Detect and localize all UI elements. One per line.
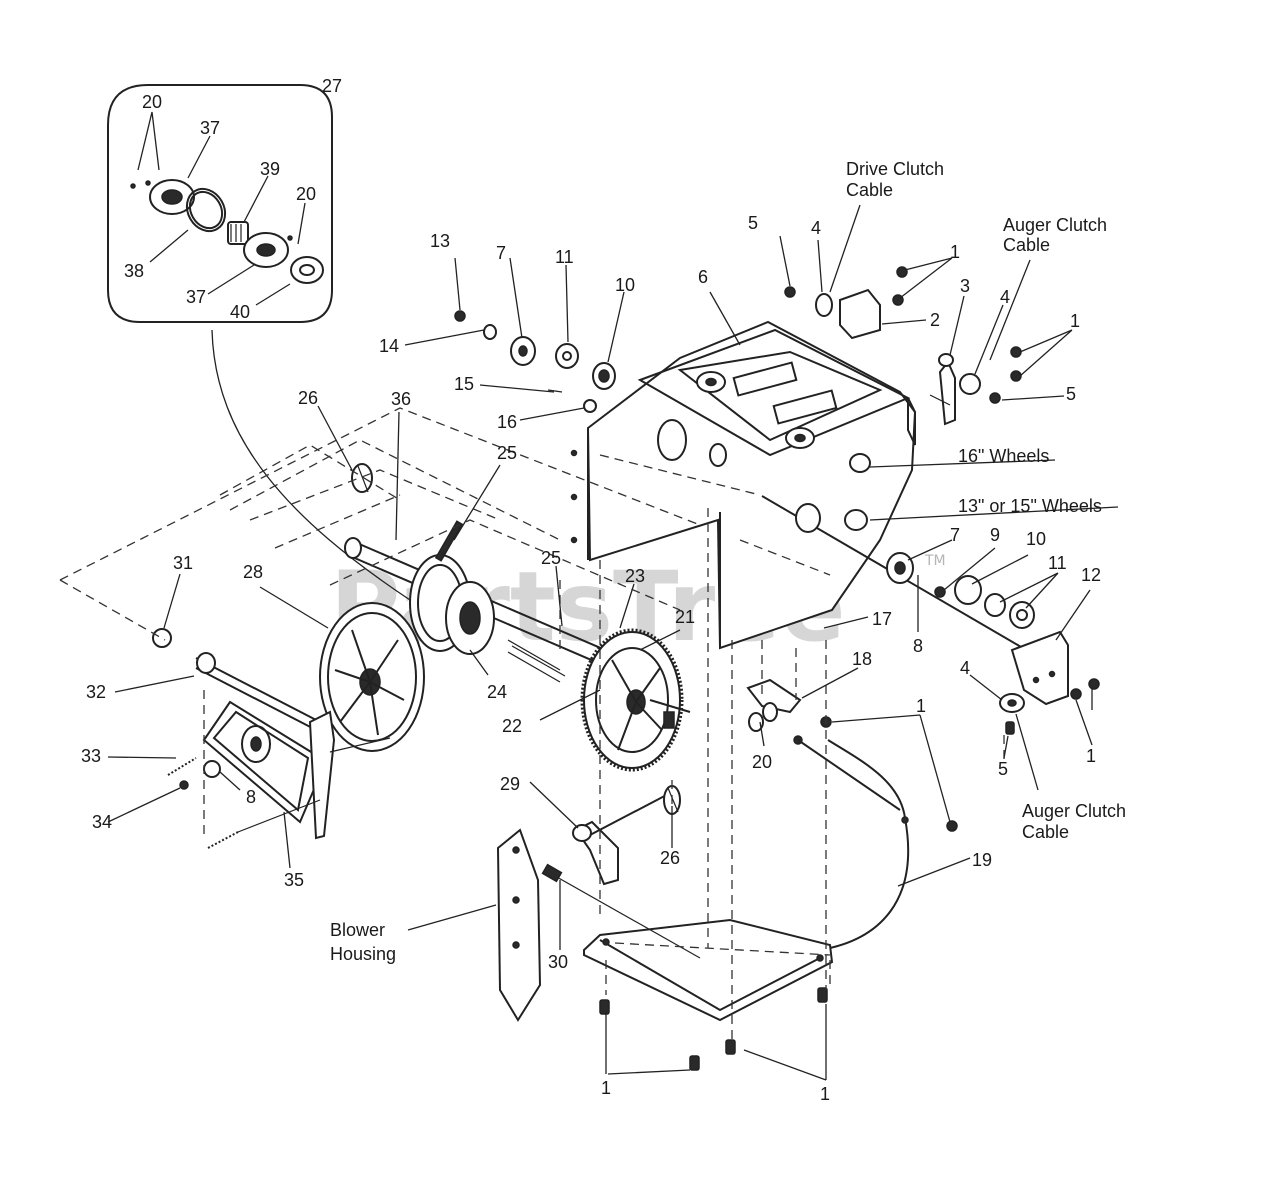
auger-clutch-cable-bottom-line1: Auger Clutch bbox=[1022, 801, 1126, 821]
gear-part-21 bbox=[580, 628, 691, 772]
callout-1: 1 bbox=[1070, 311, 1080, 331]
idler-bracket-assembly bbox=[152, 628, 391, 849]
callout-1: 1 bbox=[820, 1084, 830, 1104]
callout-24: 24 bbox=[487, 682, 507, 702]
callout-4: 4 bbox=[1000, 287, 1010, 307]
wheels-16-label: 16" Wheels bbox=[958, 446, 1049, 466]
callout-1: 1 bbox=[1086, 746, 1096, 766]
callout-20: 20 bbox=[752, 752, 772, 772]
right-axle-assembly bbox=[761, 495, 1100, 735]
callout-25: 25 bbox=[497, 443, 517, 463]
callout-11: 11 bbox=[1048, 553, 1067, 573]
blower-housing-bracket bbox=[496, 828, 701, 1022]
drive-clutch-cable-line1: Drive Clutch bbox=[846, 159, 944, 179]
callout-1: 1 bbox=[916, 696, 926, 716]
callout-2: 2 bbox=[930, 310, 940, 330]
belt-cover-part-19 bbox=[819, 739, 910, 951]
callout-5: 5 bbox=[748, 213, 758, 233]
callout-5: 5 bbox=[998, 759, 1008, 779]
callout-13: 13 bbox=[430, 231, 450, 251]
callout-10: 10 bbox=[1026, 529, 1046, 549]
callout-22: 22 bbox=[502, 716, 522, 736]
inset-detail-27 bbox=[107, 84, 411, 601]
callout-7: 7 bbox=[496, 243, 506, 263]
callout-15: 15 bbox=[454, 374, 474, 394]
callout-9: 9 bbox=[990, 525, 1000, 545]
auger-clutch-cable-top-line1: Auger Clutch bbox=[1003, 215, 1107, 235]
callout-5: 5 bbox=[1066, 384, 1076, 404]
callout-39: 39 bbox=[260, 159, 280, 179]
callout-3: 3 bbox=[960, 276, 970, 296]
callout-26: 26 bbox=[298, 388, 318, 408]
callout-4: 4 bbox=[960, 658, 970, 678]
callout-19: 19 bbox=[972, 850, 992, 870]
callout-38: 38 bbox=[124, 261, 144, 281]
callout-28: 28 bbox=[243, 562, 263, 582]
callout-33: 33 bbox=[81, 746, 101, 766]
callout-12: 12 bbox=[1081, 565, 1101, 585]
callout-1: 1 bbox=[601, 1078, 611, 1098]
callout-17: 17 bbox=[872, 609, 892, 629]
callout-21: 21 bbox=[675, 607, 695, 627]
callout-37: 37 bbox=[186, 287, 206, 307]
callout-25: 25 bbox=[541, 548, 561, 568]
callout-20: 20 bbox=[296, 184, 316, 204]
leader-lines bbox=[107, 204, 1119, 1081]
callout-32: 32 bbox=[86, 682, 106, 702]
callout-7: 7 bbox=[950, 525, 960, 545]
callout-6: 6 bbox=[698, 267, 708, 287]
auger-clutch-cable-bottom-line2: Cable bbox=[1022, 822, 1069, 842]
pulley-part-28 bbox=[319, 602, 425, 752]
callout-26: 26 bbox=[660, 848, 680, 868]
frame-part-6 bbox=[570, 320, 917, 650]
callout-8: 8 bbox=[913, 636, 923, 656]
callout-31: 31 bbox=[173, 553, 193, 573]
callout-36: 36 bbox=[391, 389, 411, 409]
text-labels: Drive Clutch Cable Auger Clutch Cable 16… bbox=[330, 159, 1126, 964]
callout-30: 30 bbox=[548, 952, 568, 972]
callout-10: 10 bbox=[615, 275, 635, 295]
callout-18: 18 bbox=[852, 649, 872, 669]
phantom-lines bbox=[59, 407, 1005, 1040]
callout-8: 8 bbox=[246, 787, 256, 807]
callout-16: 16 bbox=[497, 412, 517, 432]
watermark-tm: TM bbox=[924, 553, 946, 569]
callout-29: 29 bbox=[500, 774, 520, 794]
callout-4: 4 bbox=[811, 218, 821, 238]
callout-1: 1 bbox=[950, 242, 960, 262]
callout-23: 23 bbox=[625, 566, 645, 586]
auger-clutch-cable-top-line2: Cable bbox=[1003, 235, 1050, 255]
callout-37: 37 bbox=[200, 118, 220, 138]
blower-housing-line2: Housing bbox=[330, 944, 396, 964]
callout-20: 20 bbox=[142, 92, 162, 112]
callout-27: 27 bbox=[322, 76, 342, 96]
left-bearing-stack bbox=[454, 310, 616, 413]
callout-35: 35 bbox=[284, 870, 304, 890]
cable-brackets bbox=[784, 266, 1022, 426]
auger-shaft-assembly bbox=[344, 463, 641, 683]
blower-housing-line1: Blower bbox=[330, 920, 385, 940]
callout-numbers: 27 20 37 39 20 38 37 40 13 7 11 10 6 5 4… bbox=[81, 76, 1101, 1104]
callout-14: 14 bbox=[379, 336, 399, 356]
wheels-13-15-label: 13" or 15" Wheels bbox=[958, 496, 1102, 516]
callout-11: 11 bbox=[555, 247, 574, 267]
drive-clutch-cable-line2: Cable bbox=[846, 180, 893, 200]
callout-40: 40 bbox=[230, 302, 250, 322]
bottom-plate bbox=[583, 918, 834, 1071]
callout-34: 34 bbox=[92, 812, 112, 832]
